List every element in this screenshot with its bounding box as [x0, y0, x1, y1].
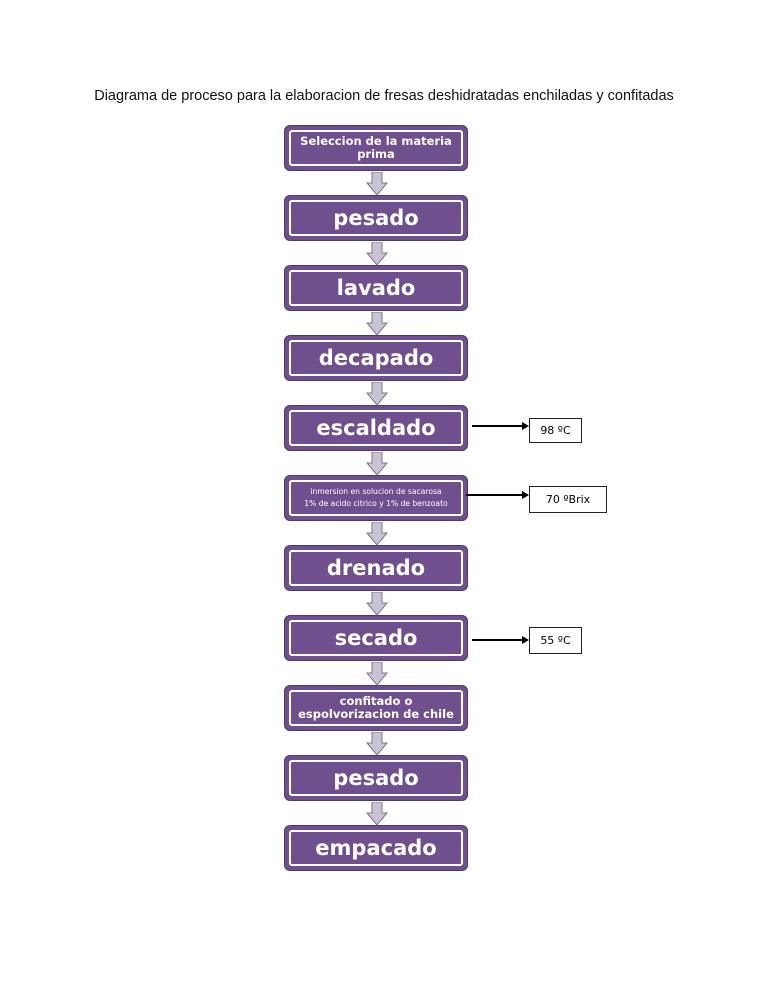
step-decapado: decapado — [284, 335, 468, 381]
step-label: escaldado — [316, 415, 436, 440]
down-arrow-icon — [366, 172, 388, 196]
diagram-title: Diagrama de proceso para la elaboracion … — [94, 88, 674, 104]
step-label-line2: 1% de acido citrico y 1% de benzoato — [304, 499, 448, 508]
down-arrow-icon — [366, 732, 388, 756]
step-label: Seleccion de la materia prima — [300, 133, 452, 161]
step-seleccion: Seleccion de la materia prima — [284, 125, 468, 171]
step-label: pesado — [333, 765, 419, 790]
step-label: inmersion en solucion de sacarosa 1% de … — [288, 486, 464, 510]
step-label: secado — [334, 625, 418, 650]
step-secado: secado — [284, 615, 468, 661]
step-label: lavado — [336, 275, 416, 300]
step-pesado-2: pesado — [284, 755, 468, 801]
down-arrow-icon — [366, 242, 388, 266]
down-arrow-icon — [366, 452, 388, 476]
down-arrow-icon — [366, 802, 388, 826]
step-label: empacado — [315, 835, 437, 860]
down-arrow-icon — [366, 662, 388, 686]
down-arrow-icon — [366, 522, 388, 546]
step-label: drenado — [326, 555, 426, 580]
note-escaldado-temp: 98 ºC — [529, 418, 582, 443]
note-brix: 70 ºBrix — [529, 486, 607, 513]
step-escaldado: escaldado — [284, 405, 468, 451]
step-drenado: drenado — [284, 545, 468, 591]
step-label: decapado — [318, 345, 434, 370]
note-secado-temp: 55 ºC — [529, 627, 582, 654]
step-empacado: empacado — [284, 825, 468, 871]
step-inmersion: inmersion en solucion de sacarosa 1% de … — [284, 475, 468, 521]
step-label: confitado o espolvorizacion de chile — [298, 693, 454, 721]
right-arrow-icon — [466, 491, 529, 499]
step-confitado: confitado o espolvorizacion de chile — [284, 685, 468, 731]
down-arrow-icon — [366, 382, 388, 406]
step-label-line1: inmersion en solucion de sacarosa — [310, 486, 442, 496]
right-arrow-icon — [472, 422, 529, 430]
step-label: pesado — [333, 205, 419, 230]
step-lavado: lavado — [284, 265, 468, 311]
down-arrow-icon — [366, 592, 388, 616]
step-pesado-1: pesado — [284, 195, 468, 241]
right-arrow-icon — [472, 636, 529, 644]
down-arrow-icon — [366, 312, 388, 336]
